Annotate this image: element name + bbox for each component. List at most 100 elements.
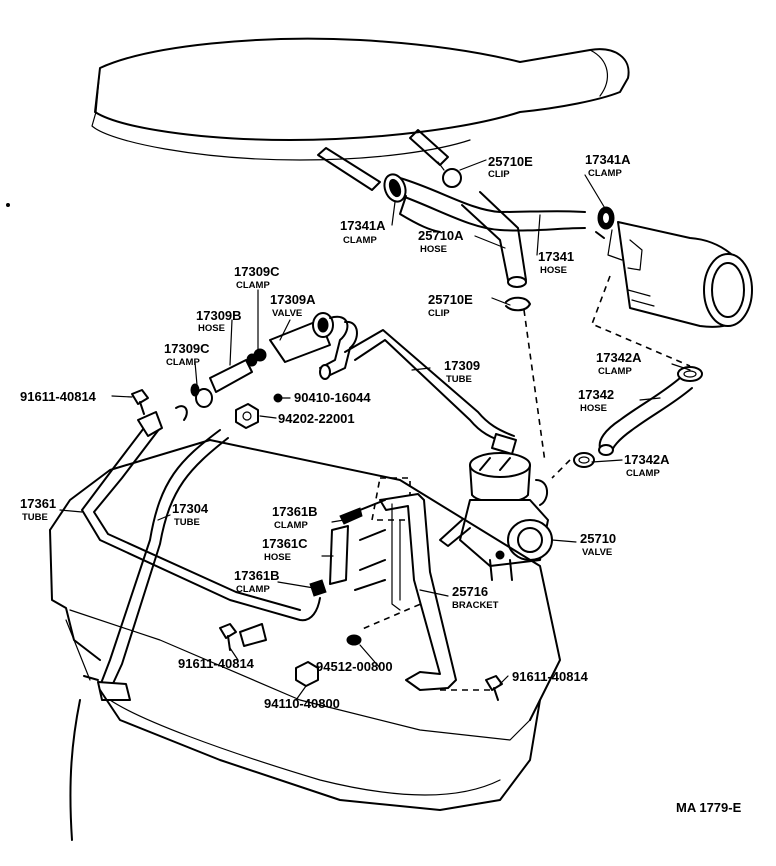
callout-91611-40814-right: 91611-40814 <box>512 669 589 684</box>
callout-17309c-top: 17309C CLAMP <box>234 264 280 291</box>
leader-lines <box>59 159 691 701</box>
hose-17342 <box>598 377 693 456</box>
clip-25710e-top <box>437 161 462 188</box>
valve-25710 <box>439 452 553 581</box>
callout-17309a: 17309A VALVE <box>270 292 316 319</box>
part-name: CLIP <box>488 169 510 180</box>
hose-17361c <box>329 525 349 585</box>
part-name: HOSE <box>198 323 225 334</box>
bracket-clip <box>239 623 267 647</box>
clip-25710e-mid <box>505 296 531 312</box>
part-number: 25710 <box>580 531 616 546</box>
part-name: CLAMP <box>274 520 308 531</box>
nut-94110-40800 <box>295 661 319 687</box>
hose-25710a <box>461 191 527 288</box>
engine-cover <box>49 439 561 841</box>
tube-17361 <box>81 405 321 622</box>
part-number: 17342A <box>596 350 642 365</box>
part-name: CLAMP <box>166 357 200 368</box>
callout-25710a: 25710A HOSE <box>418 228 464 255</box>
callout-25710e-mid: 25710E CLIP <box>428 292 473 319</box>
part-number: 17361 <box>20 496 56 511</box>
assembly-guide-lines <box>359 275 691 691</box>
valve-17309a <box>253 312 358 380</box>
hose-17309b <box>209 353 258 393</box>
air-cleaner-nipples <box>317 129 449 191</box>
callout-17341: 17341 HOSE <box>538 249 574 276</box>
callout-17309c-left: 17309C CLAMP <box>164 341 210 368</box>
part-name: HOSE <box>540 265 567 276</box>
callout-90410-16044: 90410-16044 <box>294 390 371 405</box>
part-number: 94512-00800 <box>316 659 393 674</box>
reference-code: MA 1779-E <box>676 800 742 815</box>
part-number: 25710A <box>418 228 464 243</box>
clamp-17342a-top <box>677 366 703 382</box>
callout-94110-40800: 94110-40800 <box>264 696 340 711</box>
scan-mark <box>6 203 10 207</box>
clamp-17341a-right <box>595 206 615 239</box>
clamp-17309c-left <box>190 383 213 408</box>
part-number: 94110-40800 <box>264 696 340 711</box>
part-number: 17341A <box>585 152 631 167</box>
callout-17361b-bottom: 17361B CLAMP <box>234 568 280 595</box>
part-number: 17361C <box>262 536 308 551</box>
part-number: 91611-40814 <box>512 669 589 684</box>
part-name: VALVE <box>272 308 302 319</box>
callout-17361c: 17361C HOSE <box>262 536 308 563</box>
callout-25710e-top: 25710E CLIP <box>488 154 533 180</box>
part-number: 17341A <box>340 218 386 233</box>
part-name: VALVE <box>582 547 612 558</box>
callout-25716: 25716 BRACKET <box>452 584 499 611</box>
callout-17342: 17342 HOSE <box>578 387 614 414</box>
washer-94512-00800 <box>346 634 362 646</box>
callout-25710: 25710 VALVE <box>580 531 616 558</box>
part-name: TUBE <box>446 374 472 385</box>
part-number: 17341 <box>538 249 574 264</box>
part-number: 94202-22001 <box>278 411 355 426</box>
callout-17309: 17309 TUBE <box>444 358 480 385</box>
clamp-17341a-left <box>383 173 407 203</box>
callout-91611-40814-top: 91611-40814 <box>20 389 97 404</box>
part-number: 17342A <box>624 452 670 467</box>
callout-17342a-bottom: 17342A CLAMP <box>624 452 670 479</box>
air-cleaner-housing <box>91 37 630 161</box>
part-number: 17304 <box>172 501 209 516</box>
part-name: BRACKET <box>452 600 499 611</box>
callout-94512-00800: 94512-00800 <box>316 659 393 674</box>
callout-17361b-top: 17361B CLAMP <box>272 504 318 531</box>
part-number: 17361B <box>234 568 280 583</box>
clamp-17342a-bottom <box>573 452 595 468</box>
part-number: 90410-16044 <box>294 390 371 405</box>
part-number: 17309C <box>164 341 210 356</box>
callout-17304: 17304 TUBE <box>172 501 209 528</box>
part-number: 25716 <box>452 584 488 599</box>
part-name: CLAMP <box>343 235 377 246</box>
part-name: HOSE <box>580 403 607 414</box>
part-number: 25710E <box>488 154 533 169</box>
clamp-17361b-top <box>339 507 363 525</box>
part-name: CLIP <box>428 308 450 319</box>
part-number: 17309A <box>270 292 316 307</box>
part-number: 17309B <box>196 308 242 323</box>
part-name: TUBE <box>174 517 200 528</box>
part-name: CLAMP <box>626 468 660 479</box>
callout-17342a-top: 17342A CLAMP <box>596 350 642 377</box>
part-number: 25710E <box>428 292 473 307</box>
part-name: CLAMP <box>588 168 622 179</box>
charcoal-canister <box>607 221 753 328</box>
part-number: 17309 <box>444 358 480 373</box>
callout-17341a-left: 17341A CLAMP <box>340 218 386 246</box>
part-name: CLAMP <box>236 584 270 595</box>
nut-94202-22001 <box>235 403 259 429</box>
part-name: HOSE <box>264 552 291 563</box>
part-number: 17361B <box>272 504 318 519</box>
callout-17341a-right: 17341A CLAMP <box>585 152 631 179</box>
part-number: 91611-40814 <box>20 389 97 404</box>
part-name: TUBE <box>22 512 48 523</box>
bolt-91611-40814-right <box>485 675 503 701</box>
bolt-91611-40814-left <box>219 623 237 651</box>
bolt-91611-40814-top <box>131 389 149 415</box>
bracket-25716 <box>354 493 457 691</box>
clamp-17361b-bottom <box>309 579 327 597</box>
nut-90410-16044 <box>273 393 283 403</box>
